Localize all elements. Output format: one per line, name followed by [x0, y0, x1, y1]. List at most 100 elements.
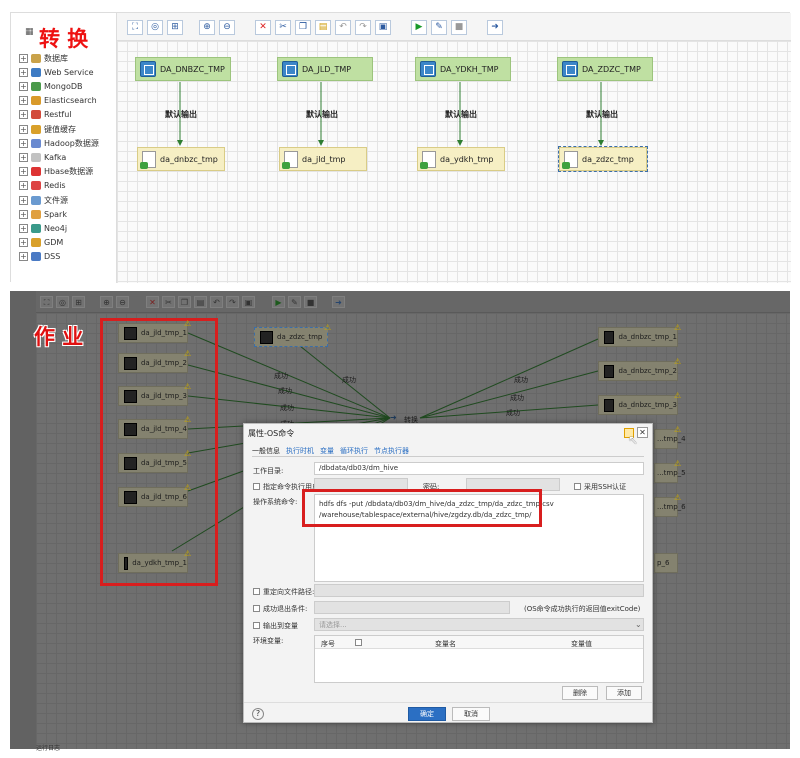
expand-icon[interactable]: + [19, 53, 28, 63]
zoom-out-icon[interactable]: ⊖ [116, 296, 129, 308]
sidebar-item[interactable]: +Hbase数据源 [19, 165, 93, 179]
sidebar-item[interactable]: +Hadoop数据源 [19, 136, 99, 150]
undo-icon[interactable]: ↶ [210, 296, 223, 308]
expand-icon[interactable]: + [19, 110, 28, 120]
delete-icon[interactable]: ✕ [146, 296, 159, 308]
expand-icon[interactable]: + [19, 138, 28, 148]
help-icon[interactable]: ? [252, 708, 264, 720]
expand-icon[interactable]: + [19, 238, 28, 248]
source-node[interactable]: DA_YDKH_TMP [415, 57, 511, 81]
debug-icon[interactable]: ✎ [431, 20, 447, 35]
workdir-input[interactable]: /dbdata/db03/dm_hive [314, 462, 644, 475]
stop-icon[interactable]: ■ [304, 296, 317, 308]
job-node[interactable]: da_jld_tmp_6 [118, 487, 188, 507]
expand-icon[interactable]: + [19, 195, 28, 205]
maximize-icon[interactable] [624, 428, 634, 438]
copy-icon[interactable]: ❐ [295, 20, 311, 35]
job-node[interactable]: p_6 [654, 553, 678, 573]
job-node[interactable]: ...tmp_4 [654, 429, 686, 449]
run-icon[interactable]: ▶ [272, 296, 285, 308]
job-node[interactable]: da_dnbzc_tmp_3 [598, 395, 678, 415]
expand-icon[interactable]: + [19, 209, 28, 219]
redo-icon[interactable]: ↷ [355, 20, 371, 35]
expand-icon[interactable]: + [19, 181, 28, 191]
select-all-checkbox[interactable] [355, 639, 362, 646]
job-node[interactable]: da_jld_tmp_4 [118, 419, 188, 439]
save-icon[interactable]: ▣ [242, 296, 255, 308]
save-icon[interactable]: ▣ [375, 20, 391, 35]
sidebar-item[interactable]: +键值缓存 [19, 122, 76, 136]
paste-icon[interactable]: ▤ [315, 20, 331, 35]
redirect-input[interactable] [314, 584, 644, 597]
output-var-select[interactable]: 请选择... [314, 618, 644, 631]
ssh-checkbox[interactable] [574, 483, 581, 490]
job-node[interactable]: da_jld_tmp_5 [118, 453, 188, 473]
sidebar-item[interactable]: +Web Service [19, 65, 94, 79]
stop-icon[interactable]: ■ [451, 20, 467, 35]
transform-node-icon[interactable]: ➜ [390, 413, 397, 422]
specify-user-checkbox[interactable] [253, 483, 260, 490]
job-node[interactable]: da_ydkh_tmp_1 [118, 553, 188, 573]
sidebar-item[interactable]: +Neo4j [19, 221, 67, 235]
sidebar-item[interactable]: +MongoDB [19, 79, 83, 93]
redo-icon[interactable]: ↷ [226, 296, 239, 308]
job-node[interactable]: da_jld_tmp_1 [118, 323, 188, 343]
paste-icon[interactable]: ▤ [194, 296, 207, 308]
fit-icon[interactable]: ⛶ [40, 296, 53, 308]
expand-icon[interactable]: + [19, 152, 28, 162]
grid-view-icon[interactable]: ⊞ [167, 20, 183, 35]
expand-icon[interactable]: + [19, 124, 28, 134]
exit-checkbox[interactable] [253, 605, 260, 612]
zoom-in-icon[interactable]: ⊕ [100, 296, 113, 308]
add-button[interactable]: 添加 [606, 686, 642, 700]
expand-icon[interactable]: + [19, 96, 28, 106]
delete-icon[interactable]: ✕ [255, 20, 271, 35]
exit-input[interactable] [314, 601, 510, 614]
output-var-checkbox[interactable] [253, 622, 260, 629]
job-node[interactable]: da_dnbzc_tmp_2 [598, 361, 678, 381]
source-node[interactable]: DA_DNBZC_TMP [135, 57, 231, 81]
grid-view-icon[interactable]: ⊞ [72, 296, 85, 308]
dialog-tab[interactable]: 节点执行器 [374, 447, 409, 455]
job-node[interactable]: da_jld_tmp_2 [118, 353, 188, 373]
delete-button[interactable]: 删除 [562, 686, 598, 700]
dialog-tab[interactable]: 变量 [320, 447, 334, 455]
job-node[interactable]: ...tmp_5 [654, 463, 686, 483]
sidebar-item[interactable]: +Elasticsearch [19, 94, 97, 108]
ok-button[interactable]: 确定 [408, 707, 446, 721]
copy-icon[interactable]: ❐ [178, 296, 191, 308]
expand-icon[interactable]: + [19, 223, 28, 233]
source-node[interactable]: DA_JLD_TMP [277, 57, 373, 81]
export-icon[interactable]: ➜ [487, 20, 503, 35]
undo-icon[interactable]: ↶ [335, 20, 351, 35]
zoom-out-icon[interactable]: ⊖ [219, 20, 235, 35]
expand-icon[interactable]: + [19, 252, 28, 262]
cut-icon[interactable]: ✂ [275, 20, 291, 35]
zoom-in-icon[interactable]: ⊕ [199, 20, 215, 35]
sidebar-item[interactable]: +Restful [19, 108, 72, 122]
close-icon[interactable]: ✕ [637, 427, 648, 438]
sidebar-item[interactable]: +DSS [19, 250, 60, 264]
expand-icon[interactable]: + [19, 167, 28, 177]
target-node[interactable]: da_jld_tmp [279, 147, 367, 171]
sidebar-item[interactable]: +GDM [19, 236, 63, 250]
cut-icon[interactable]: ✂ [162, 296, 175, 308]
sidebar-item[interactable]: +Spark [19, 207, 67, 221]
sidebar-item[interactable]: +Redis [19, 179, 66, 193]
os-command-textarea[interactable]: hdfs dfs -put /dbdata/db03/dm_hive/da_zd… [314, 494, 644, 582]
dialog-tab[interactable]: 执行时机 [286, 447, 314, 455]
sidebar-item[interactable]: +Kafka [19, 150, 66, 164]
job-node[interactable]: da_jld_tmp_3 [118, 386, 188, 406]
expand-icon[interactable]: + [19, 67, 28, 77]
target-node[interactable]: da_ydkh_tmp [417, 147, 505, 171]
job-node[interactable]: ...tmp_6 [654, 497, 686, 517]
layout-icon[interactable]: ◎ [56, 296, 69, 308]
target-node[interactable]: da_dnbzc_tmp [137, 147, 225, 171]
layout-icon[interactable]: ◎ [147, 20, 163, 35]
sidebar-item[interactable]: +文件源 [19, 193, 68, 207]
chevron-down-icon[interactable]: ⌄ [635, 620, 642, 629]
redirect-checkbox[interactable] [253, 588, 260, 595]
job-node[interactable]: da_dnbzc_tmp_1 [598, 327, 678, 347]
debug-icon[interactable]: ✎ [288, 296, 301, 308]
